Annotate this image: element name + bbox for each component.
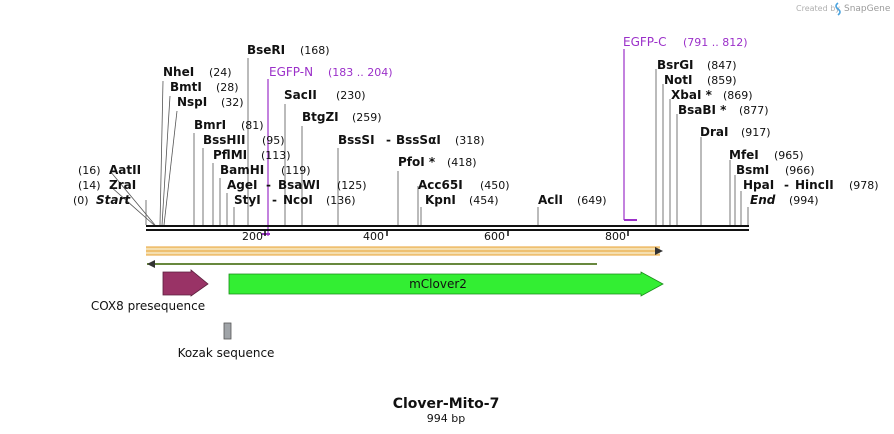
enzyme-bsrgi-pos: (847) [707, 59, 737, 72]
feature-cox8-presequence-arrow [162, 269, 209, 297]
orf-forward [146, 246, 663, 256]
enzyme-bsshii-pos: (95) [262, 134, 285, 147]
enzyme-ncoi-name: NcoI [283, 193, 313, 207]
enzyme-start-pos: (0) [73, 194, 89, 207]
enzyme-bsssi-dash: - [386, 133, 391, 147]
enzyme-connector-lines [109, 58, 749, 226]
enzyme-hpai-pos: (978) [849, 179, 879, 192]
primer-egfp-c-range: (791 .. 812) [683, 36, 748, 49]
feature-mclover2-arrow [228, 271, 664, 297]
plasmid-title: Clover-Mito-7 [393, 396, 500, 412]
enzyme-bmri-name: BmrI [194, 118, 226, 132]
plasmid-length: 994 bp [427, 412, 465, 425]
enzyme-start-name: Start [96, 193, 131, 207]
enzyme-hpai-name: HpaI [743, 178, 774, 192]
enzyme-acli-pos: (649) [577, 194, 607, 207]
enzyme-bmti-name: BmtI [170, 80, 202, 94]
enzyme-acc65i-name: Acc65I [418, 178, 463, 192]
enzyme-nspi-pos: (32) [221, 96, 244, 109]
enzyme-bamhi-name: BamHI [220, 163, 264, 177]
orf-reverse [147, 260, 597, 268]
feature-kozak-box [223, 322, 232, 340]
enzyme-styi-pos: (136) [326, 194, 356, 207]
enzyme-labels: BseRI (168) NheI (24) BmtI (28) NspI (32… [73, 43, 879, 207]
enzyme-nhei-pos: (24) [209, 66, 232, 79]
enzyme-btgzi-name: BtgZI [302, 110, 339, 124]
enzyme-pfoi-pos: (418) [447, 156, 477, 169]
enzyme-bsssi-name: BssSI [338, 133, 375, 147]
enzyme-mfei-pos: (965) [774, 149, 804, 162]
enzyme-btgzi-pos: (259) [352, 111, 382, 124]
enzyme-bsawi-name: BsaWI [278, 178, 320, 192]
primer-egfp-n-name: EGFP-N [269, 65, 313, 79]
enzyme-kpni-pos: (454) [469, 194, 499, 207]
feature-mclover2-label: mClover2 [409, 277, 467, 291]
enzyme-bsshii-name: BssHII [203, 133, 245, 147]
enzyme-zrai-name: ZraI [109, 178, 136, 192]
enzyme-bsssai-name: BssSαI [396, 133, 441, 147]
enzyme-end-name: End [750, 193, 776, 207]
enzyme-kpni-name: KpnI [425, 193, 456, 207]
enzyme-end-pos: (994) [789, 194, 819, 207]
enzyme-acli-name: AclI [538, 193, 563, 207]
enzyme-agei-name: AgeI [227, 178, 257, 192]
enzyme-bmri-pos: (81) [241, 119, 264, 132]
feature-cox8-label: COX8 presequence [91, 299, 205, 313]
ruler-label-200: 200 [242, 230, 263, 243]
enzyme-mfei-name: MfeI [729, 148, 759, 162]
enzyme-styi-name: StyI [234, 193, 261, 207]
feature-kozak-label: Kozak sequence [178, 346, 275, 360]
enzyme-bsmi-pos: (966) [785, 164, 815, 177]
ruler-label-600: 600 [484, 230, 505, 243]
enzyme-pflmi-pos: (113) [261, 149, 291, 162]
ruler: 200 400 600 800 [242, 230, 629, 243]
enzyme-hincii-name: HincII [795, 178, 834, 192]
enzyme-hpai-dash: - [784, 178, 789, 192]
enzyme-bsrgi-name: BsrGI [657, 58, 694, 72]
enzyme-zrai-pos: (14) [78, 179, 101, 192]
enzyme-nhei-name: NheI [163, 65, 194, 79]
enzyme-bseri-name: BseRI [247, 43, 285, 57]
enzyme-pflmi-name: PflMI [213, 148, 247, 162]
enzyme-aatii-pos: (16) [78, 164, 101, 177]
primer-egfp-n-range: (183 .. 204) [328, 66, 393, 79]
enzyme-bsmi-name: BsmI [736, 163, 769, 177]
created-by-text: Created by [796, 4, 840, 13]
enzyme-xbai-name: XbaI * [671, 88, 713, 102]
enzyme-agei-pos: (125) [337, 179, 367, 192]
enzyme-nspi-name: NspI [177, 95, 207, 109]
enzyme-bsabi-name: BsaBI * [678, 103, 727, 117]
enzyme-xbai-pos: (869) [723, 89, 753, 102]
snapgene-logo-icon [835, 2, 841, 16]
enzyme-sacii-name: SacII [284, 88, 317, 102]
enzyme-noti-name: NotI [664, 73, 693, 87]
enzyme-agei-dash: - [266, 178, 271, 192]
enzyme-bseri-pos: (168) [300, 44, 330, 57]
enzyme-aatii-name: AatII [109, 163, 141, 177]
ruler-label-400: 400 [363, 230, 384, 243]
enzyme-drai-name: DraI [700, 125, 728, 139]
snapgene-brand: SnapGene [844, 4, 891, 14]
enzyme-sacii-pos: (230) [336, 89, 366, 102]
enzyme-bmti-pos: (28) [216, 81, 239, 94]
enzyme-drai-pos: (917) [741, 126, 771, 139]
enzyme-bamhi-pos: (119) [281, 164, 311, 177]
primer-egfp-c-name: EGFP-C [623, 35, 666, 49]
enzyme-styi-dash: - [272, 193, 277, 207]
enzyme-pfoi-name: PfoI * [398, 155, 436, 169]
enzyme-acc65i-pos: (450) [480, 179, 510, 192]
enzyme-bsssi-pos: (318) [455, 134, 485, 147]
ruler-label-800: 800 [605, 230, 626, 243]
enzyme-noti-pos: (859) [707, 74, 737, 87]
enzyme-bsabi-pos: (877) [739, 104, 769, 117]
